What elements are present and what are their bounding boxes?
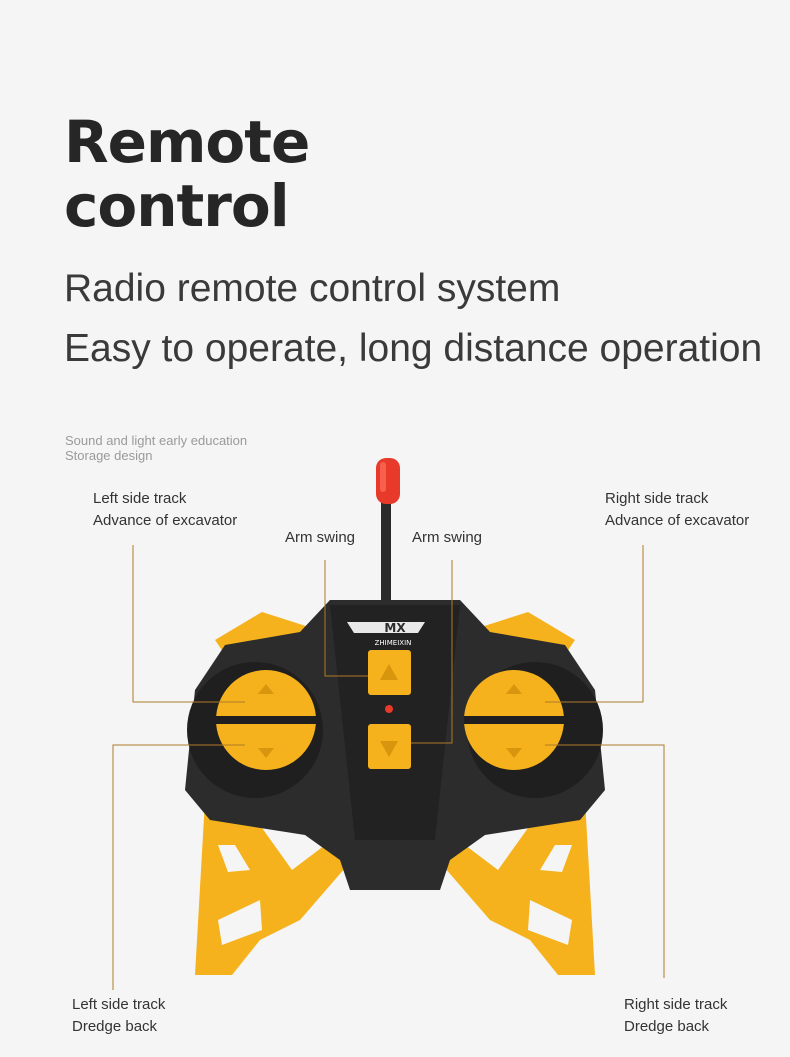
power-indicator-light <box>385 705 393 713</box>
label-arm-swing-left: Arm swing <box>285 529 356 546</box>
subtitle-line-2: Easy to operate, long distance operation <box>64 327 763 370</box>
right-track-joystick[interactable] <box>464 670 564 770</box>
logo-mark: MX <box>384 621 406 635</box>
leader-lines <box>112 545 665 990</box>
label-right-track-dredge-line-2: Dredge back <box>624 1018 710 1035</box>
label-right-track-advance-line-1: Right side track <box>605 490 709 507</box>
label-right-track-dredge-line-1: Right side track <box>624 996 728 1013</box>
subtitle-line-1: Radio remote control system <box>64 267 561 310</box>
label-right-track-dredge: Right side track Dredge back <box>624 994 727 1038</box>
label-left-track-advance-line-2: Advance of excavator <box>93 512 238 529</box>
page-title: Remote control <box>64 110 464 238</box>
label-left-track-dredge-line-1: Left side track <box>72 996 166 1013</box>
feature-note-line-1: Sound and light early education <box>65 433 248 448</box>
label-left-track-advance-line-1: Left side track <box>93 490 187 507</box>
page-title-line-1: Remote <box>64 108 310 176</box>
page-title-line-2: control <box>64 172 290 240</box>
label-arm-swing-right: Arm swing <box>412 529 483 546</box>
arm-swing-down-button[interactable] <box>368 724 411 769</box>
antenna <box>376 458 400 620</box>
left-track-joystick[interactable] <box>216 670 316 770</box>
label-left-track-dredge: Left side track Dredge back <box>72 994 165 1038</box>
logo-brand: ZHIMEIXIN <box>375 639 412 647</box>
label-right-track-advance: Right side track Advance of excavator <box>605 488 749 532</box>
right-handle <box>438 800 595 975</box>
label-right-track-advance-line-2: Advance of excavator <box>605 512 750 529</box>
feature-note-line-2: Storage design <box>65 448 153 463</box>
feature-note: Sound and light early education Storage … <box>65 433 247 463</box>
label-left-track-advance: Left side track Advance of excavator <box>93 488 237 532</box>
label-left-track-dredge-line-2: Dredge back <box>72 1018 158 1035</box>
arm-swing-up-button[interactable] <box>368 650 411 695</box>
left-handle <box>195 800 352 975</box>
brand-logo: MX ZHIMEIXIN <box>347 621 425 647</box>
